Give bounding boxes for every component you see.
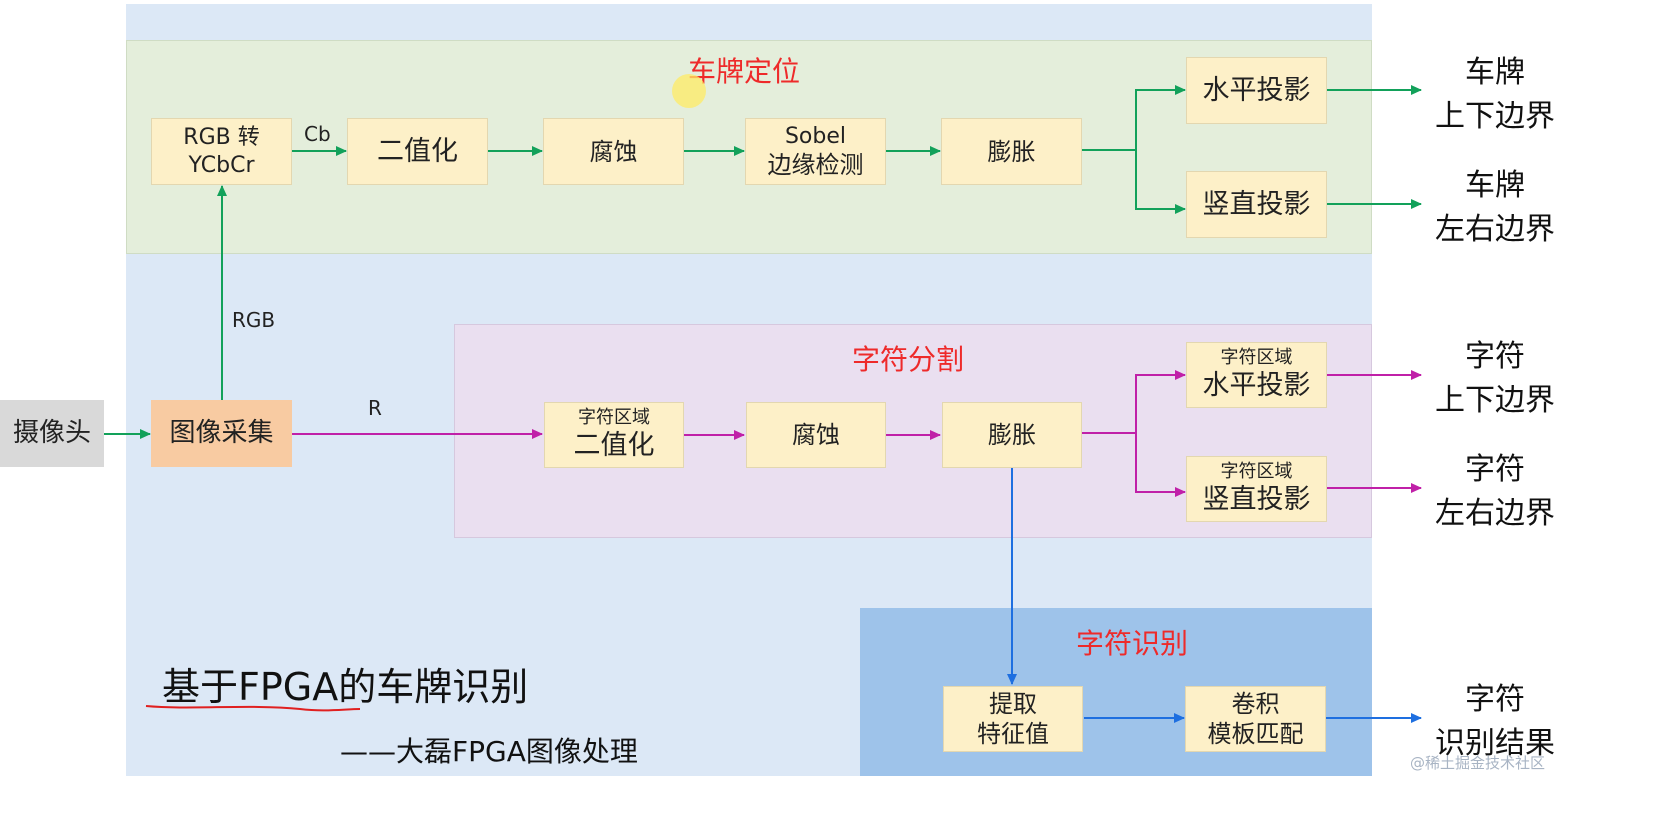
plate-out-v-line2: 左右边界 xyxy=(1435,211,1555,247)
char-binarize-box: 字符区域 二值化 xyxy=(544,402,684,468)
watermark: @稀土掘金技术社区 xyxy=(1410,754,1546,772)
green-arrows xyxy=(104,85,1422,439)
image-capture-box: 图像采集 xyxy=(151,400,292,467)
char-binarize-line1: 字符区域 xyxy=(578,406,650,428)
rgb-to-ycbcr-line2: YCbCr xyxy=(188,152,255,178)
plate-v-proj-label: 竖直投影 xyxy=(1202,188,1311,220)
camera-label: 摄像头 xyxy=(12,418,91,449)
rgb-flow-label: RGB xyxy=(232,308,276,332)
recog-out: 字符 识别结果 xyxy=(1420,678,1570,765)
plate-out-h-line1: 车牌 xyxy=(1465,55,1525,90)
cb-flow-label: Cb xyxy=(304,122,331,146)
rgb-to-ycbcr-box: RGB 转 YCbCr xyxy=(151,118,292,185)
char-erode-label: 腐蚀 xyxy=(792,421,840,449)
char-segmentation-title: 字符分割 xyxy=(852,343,965,376)
char-erode-box: 腐蚀 xyxy=(746,402,886,468)
char-out-v-line2: 左右边界 xyxy=(1435,495,1555,531)
sobel-box: Sobel 边缘检测 xyxy=(745,118,886,185)
main-title: 基于FPGA的车牌识别 xyxy=(162,665,529,709)
rgb-to-ycbcr-line1: RGB 转 xyxy=(183,125,260,150)
plate-erode-label: 腐蚀 xyxy=(589,137,638,166)
plate-binarize-box: 二值化 xyxy=(347,118,488,185)
plate-binarize-label: 二值化 xyxy=(377,135,458,167)
template-match-box: 卷积 模板匹配 xyxy=(1185,686,1326,752)
char-h-proj-box: 字符区域 水平投影 xyxy=(1186,342,1327,408)
feature-extract-line2: 特征值 xyxy=(977,720,1049,748)
subtitle: ——大磊FPGA图像处理 xyxy=(340,735,638,768)
recog-out-line1: 字符 xyxy=(1465,682,1525,717)
char-out-h: 字符 上下边界 xyxy=(1420,335,1570,422)
feature-extract-box: 提取 特征值 xyxy=(943,686,1083,752)
char-recognition-title: 字符识别 xyxy=(1076,627,1189,660)
char-out-h-line2: 上下边界 xyxy=(1435,382,1555,418)
plate-h-proj-box: 水平投影 xyxy=(1186,57,1327,124)
plate-erode-box: 腐蚀 xyxy=(543,118,684,185)
plate-out-v-line1: 车牌 xyxy=(1465,168,1525,203)
plate-out-v: 车牌 左右边界 xyxy=(1420,164,1570,251)
title-underline xyxy=(145,705,361,712)
blue-arrows xyxy=(1007,468,1422,723)
cursor-highlight xyxy=(672,74,706,108)
plate-location-title: 车牌定位 xyxy=(688,55,801,88)
recog-out-line2: 识别结果 xyxy=(1435,725,1555,761)
char-out-v-line1: 字符 xyxy=(1465,452,1525,487)
template-match-line2: 模板匹配 xyxy=(1207,720,1304,748)
plate-v-proj-box: 竖直投影 xyxy=(1186,171,1327,238)
r-flow-label: R xyxy=(368,396,382,420)
plate-out-h: 车牌 上下边界 xyxy=(1420,51,1570,138)
feature-extract-line1: 提取 xyxy=(989,690,1037,718)
plate-dilate-label: 膨胀 xyxy=(987,137,1036,166)
char-v-proj-line2: 竖直投影 xyxy=(1202,484,1311,516)
plate-h-proj-label: 水平投影 xyxy=(1202,74,1311,106)
image-capture-label: 图像采集 xyxy=(169,418,274,449)
plate-out-h-line2: 上下边界 xyxy=(1435,98,1555,134)
char-v-proj-box: 字符区域 竖直投影 xyxy=(1186,456,1327,522)
plate-dilate-box: 膨胀 xyxy=(941,118,1082,185)
char-dilate-label: 膨胀 xyxy=(988,421,1036,449)
sobel-line2: 边缘检测 xyxy=(767,151,864,180)
magenta-arrows xyxy=(292,370,1422,497)
char-h-proj-line1: 字符区域 xyxy=(1220,346,1293,368)
char-dilate-box: 膨胀 xyxy=(942,402,1082,468)
char-out-v: 字符 左右边界 xyxy=(1420,448,1570,535)
camera-box: 摄像头 xyxy=(0,400,104,467)
char-out-h-line1: 字符 xyxy=(1465,339,1525,374)
sobel-line1: Sobel xyxy=(784,123,847,149)
char-h-proj-line2: 水平投影 xyxy=(1202,370,1311,402)
char-binarize-line2: 二值化 xyxy=(573,430,655,462)
char-v-proj-line1: 字符区域 xyxy=(1220,460,1293,482)
template-match-line1: 卷积 xyxy=(1231,690,1280,718)
